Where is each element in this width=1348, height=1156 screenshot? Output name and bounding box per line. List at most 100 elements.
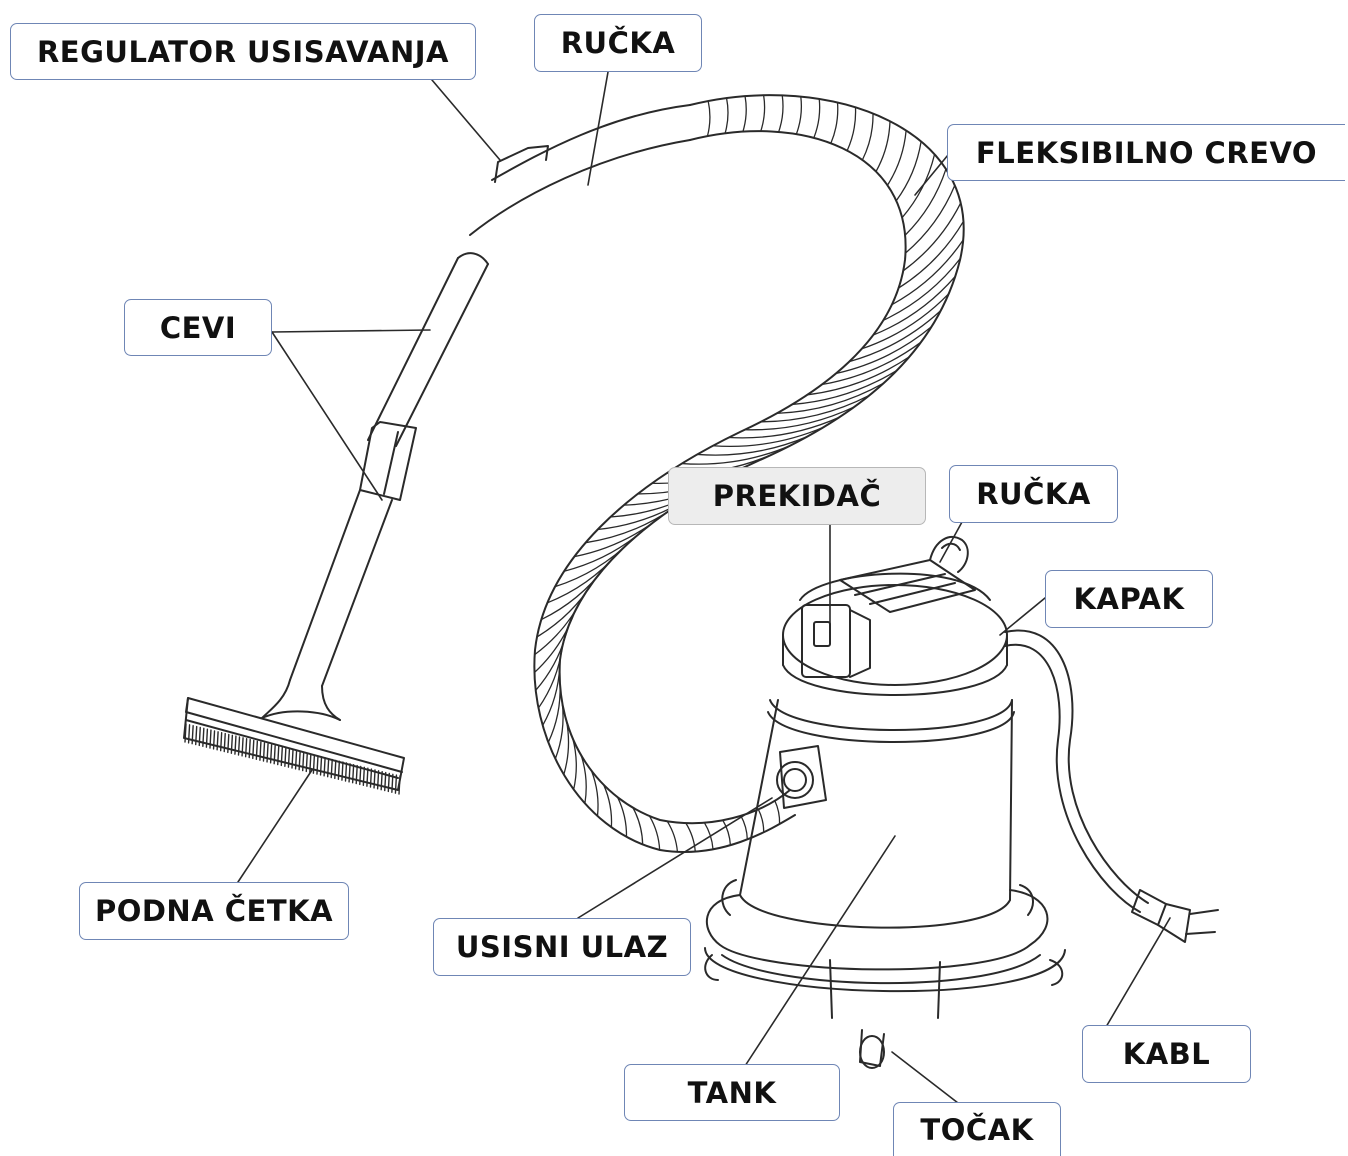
leader-lines <box>237 71 1171 1104</box>
hose-rib <box>580 754 587 804</box>
brush-bristle <box>326 757 330 778</box>
brush-bristle <box>316 755 319 775</box>
hose-rib <box>875 120 891 173</box>
hose-rib <box>774 800 781 825</box>
brush-bristle <box>284 747 287 767</box>
brush-bristle <box>255 740 259 761</box>
brush-bristle <box>309 753 312 774</box>
hose-rib <box>535 629 568 691</box>
hose-rib <box>540 565 607 621</box>
leader-suction-regulator <box>431 79 501 161</box>
leader-flexible-hose <box>914 154 949 196</box>
hose-rib <box>760 394 871 423</box>
brush-bristle <box>362 766 366 787</box>
hose-rib <box>760 94 766 132</box>
hose-rib <box>777 94 784 133</box>
brush-bristle <box>209 729 212 749</box>
hose-rib <box>848 309 942 363</box>
brush-bristle <box>230 734 234 754</box>
brush-bristle <box>198 726 201 747</box>
brush-bristle <box>280 746 283 767</box>
wand-assembly <box>261 104 691 721</box>
hose-rib <box>830 101 839 144</box>
brush-bristle <box>394 774 398 794</box>
hose-rib <box>563 527 647 572</box>
brush-bristle <box>341 761 344 781</box>
hose-rib <box>722 819 732 846</box>
hose-rib <box>685 822 696 853</box>
hose-rib <box>886 129 907 186</box>
hose-rib <box>728 416 841 439</box>
label-suction-regulator: REGULATOR USISAVANJA <box>10 23 476 80</box>
hose-rib <box>861 293 950 350</box>
brush-bristle <box>227 733 230 754</box>
flexible-hose-drawing <box>533 94 965 853</box>
hose-rib <box>681 444 792 465</box>
hose-rib <box>712 426 825 447</box>
brush-bristle <box>291 749 294 769</box>
label-tank: TANK <box>624 1064 840 1121</box>
label-suction-inlet: USISNI ULAZ <box>433 918 691 976</box>
brush-bristle <box>259 741 262 761</box>
hose-rib <box>590 770 599 817</box>
leader-cable <box>1105 917 1171 1028</box>
brush-bristle <box>366 767 369 787</box>
hose-rib <box>648 815 661 851</box>
brush-bristle <box>212 730 216 750</box>
hose-rib <box>904 184 956 254</box>
brush-bristle <box>184 723 187 743</box>
hose-rib <box>547 683 561 743</box>
brush-bristle <box>202 727 205 748</box>
hose-rib <box>740 815 748 841</box>
brush-bristle <box>262 742 266 762</box>
label-lid: KAPAK <box>1045 570 1213 628</box>
brush-bristle <box>298 751 301 771</box>
hose-rib <box>536 580 595 638</box>
brush-bristle <box>277 745 280 766</box>
brush-bristle <box>391 773 394 793</box>
hose-rib <box>895 140 922 202</box>
hose-rib <box>902 202 962 272</box>
brush-bristle <box>266 743 269 763</box>
brush-bristle <box>334 759 337 780</box>
brush-bristle <box>187 724 191 744</box>
leader-suction-inlet <box>577 797 773 919</box>
hose-rib <box>897 220 965 289</box>
brush-bristle <box>237 736 241 756</box>
power-cord-drawing <box>1004 629 1219 943</box>
brush-bristle <box>387 772 390 793</box>
hose-rib <box>742 95 747 133</box>
leader-handle-unit <box>939 521 963 563</box>
hose-rib <box>821 341 922 386</box>
hose-rib <box>572 738 577 791</box>
brush-bristle <box>344 762 348 782</box>
brush-bristle <box>359 765 362 786</box>
brush-bristle <box>305 752 308 773</box>
brush-bristle <box>234 735 237 755</box>
hose-rib <box>813 98 821 139</box>
label-flexible-hose: FLEKSIBILNO CREVO <box>947 124 1345 181</box>
hose-rib <box>776 382 885 415</box>
hose-rib <box>542 665 561 727</box>
hose-rib <box>603 784 613 828</box>
brush-bristle <box>273 744 276 765</box>
brush-bristle <box>319 756 323 776</box>
brush-bristle <box>223 732 226 753</box>
hose-rib <box>791 369 898 406</box>
label-handle-unit: RUČKA <box>949 465 1118 523</box>
label-wheel: TOČAK <box>893 1102 1061 1156</box>
leader-tubes-a <box>271 329 431 333</box>
label-tubes: CEVI <box>124 299 272 356</box>
leader-lid <box>999 597 1046 636</box>
brush-bristle <box>351 764 355 784</box>
hose-rib <box>861 112 874 161</box>
brush-bristle <box>241 737 244 757</box>
label-handle-top: RUČKA <box>534 14 702 72</box>
brush-bristle <box>398 775 401 795</box>
brush-bristle <box>269 744 273 764</box>
brush-bristle <box>287 748 291 768</box>
brush-bristle <box>302 751 305 772</box>
hose-rib <box>666 820 679 853</box>
brush-bristle <box>216 731 219 751</box>
